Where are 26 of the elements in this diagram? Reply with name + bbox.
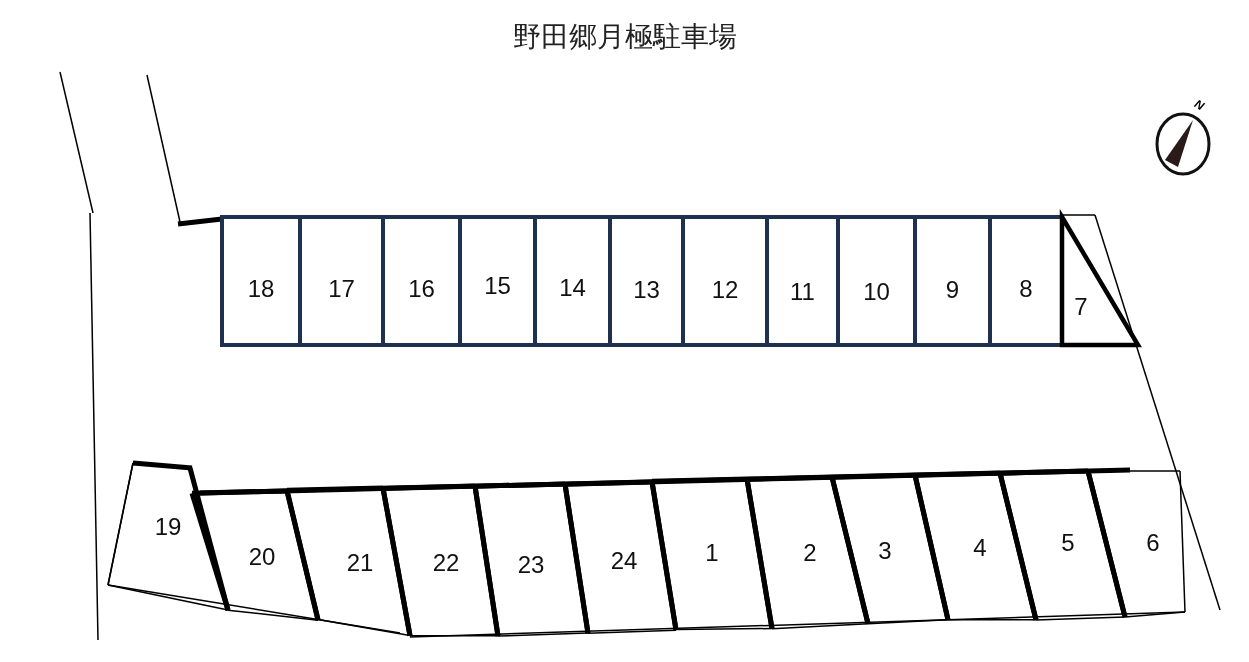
space-number: 2 [803,541,817,565]
space-number: 7 [1074,295,1088,319]
space-number: 20 [248,545,276,569]
space-number: 8 [1019,277,1033,301]
space-number: 10 [863,280,890,304]
space-number: 11 [790,280,815,304]
space-number: 9 [945,278,960,302]
space-number: 24 [610,549,638,573]
space-number: 19 [154,515,182,539]
space-number: 14 [559,276,586,300]
space-number: 5 [1061,531,1075,555]
space-number: 23 [517,553,545,577]
space-number: 4 [973,536,987,560]
space-number: 16 [408,277,435,301]
space-number: 17 [328,277,355,301]
space-number: 22 [432,551,460,575]
space-number: 1 [705,541,719,565]
space-number: 3 [878,539,892,563]
diagram-title: 野田郷月極駐車場 [512,20,737,53]
north-label: N [1192,97,1207,113]
space-number: 15 [484,274,511,298]
space-number: 21 [346,551,374,575]
space-number: 6 [1146,531,1160,555]
space-number: 13 [633,278,660,302]
space-number: 18 [247,277,275,301]
space-number: 12 [711,278,739,302]
